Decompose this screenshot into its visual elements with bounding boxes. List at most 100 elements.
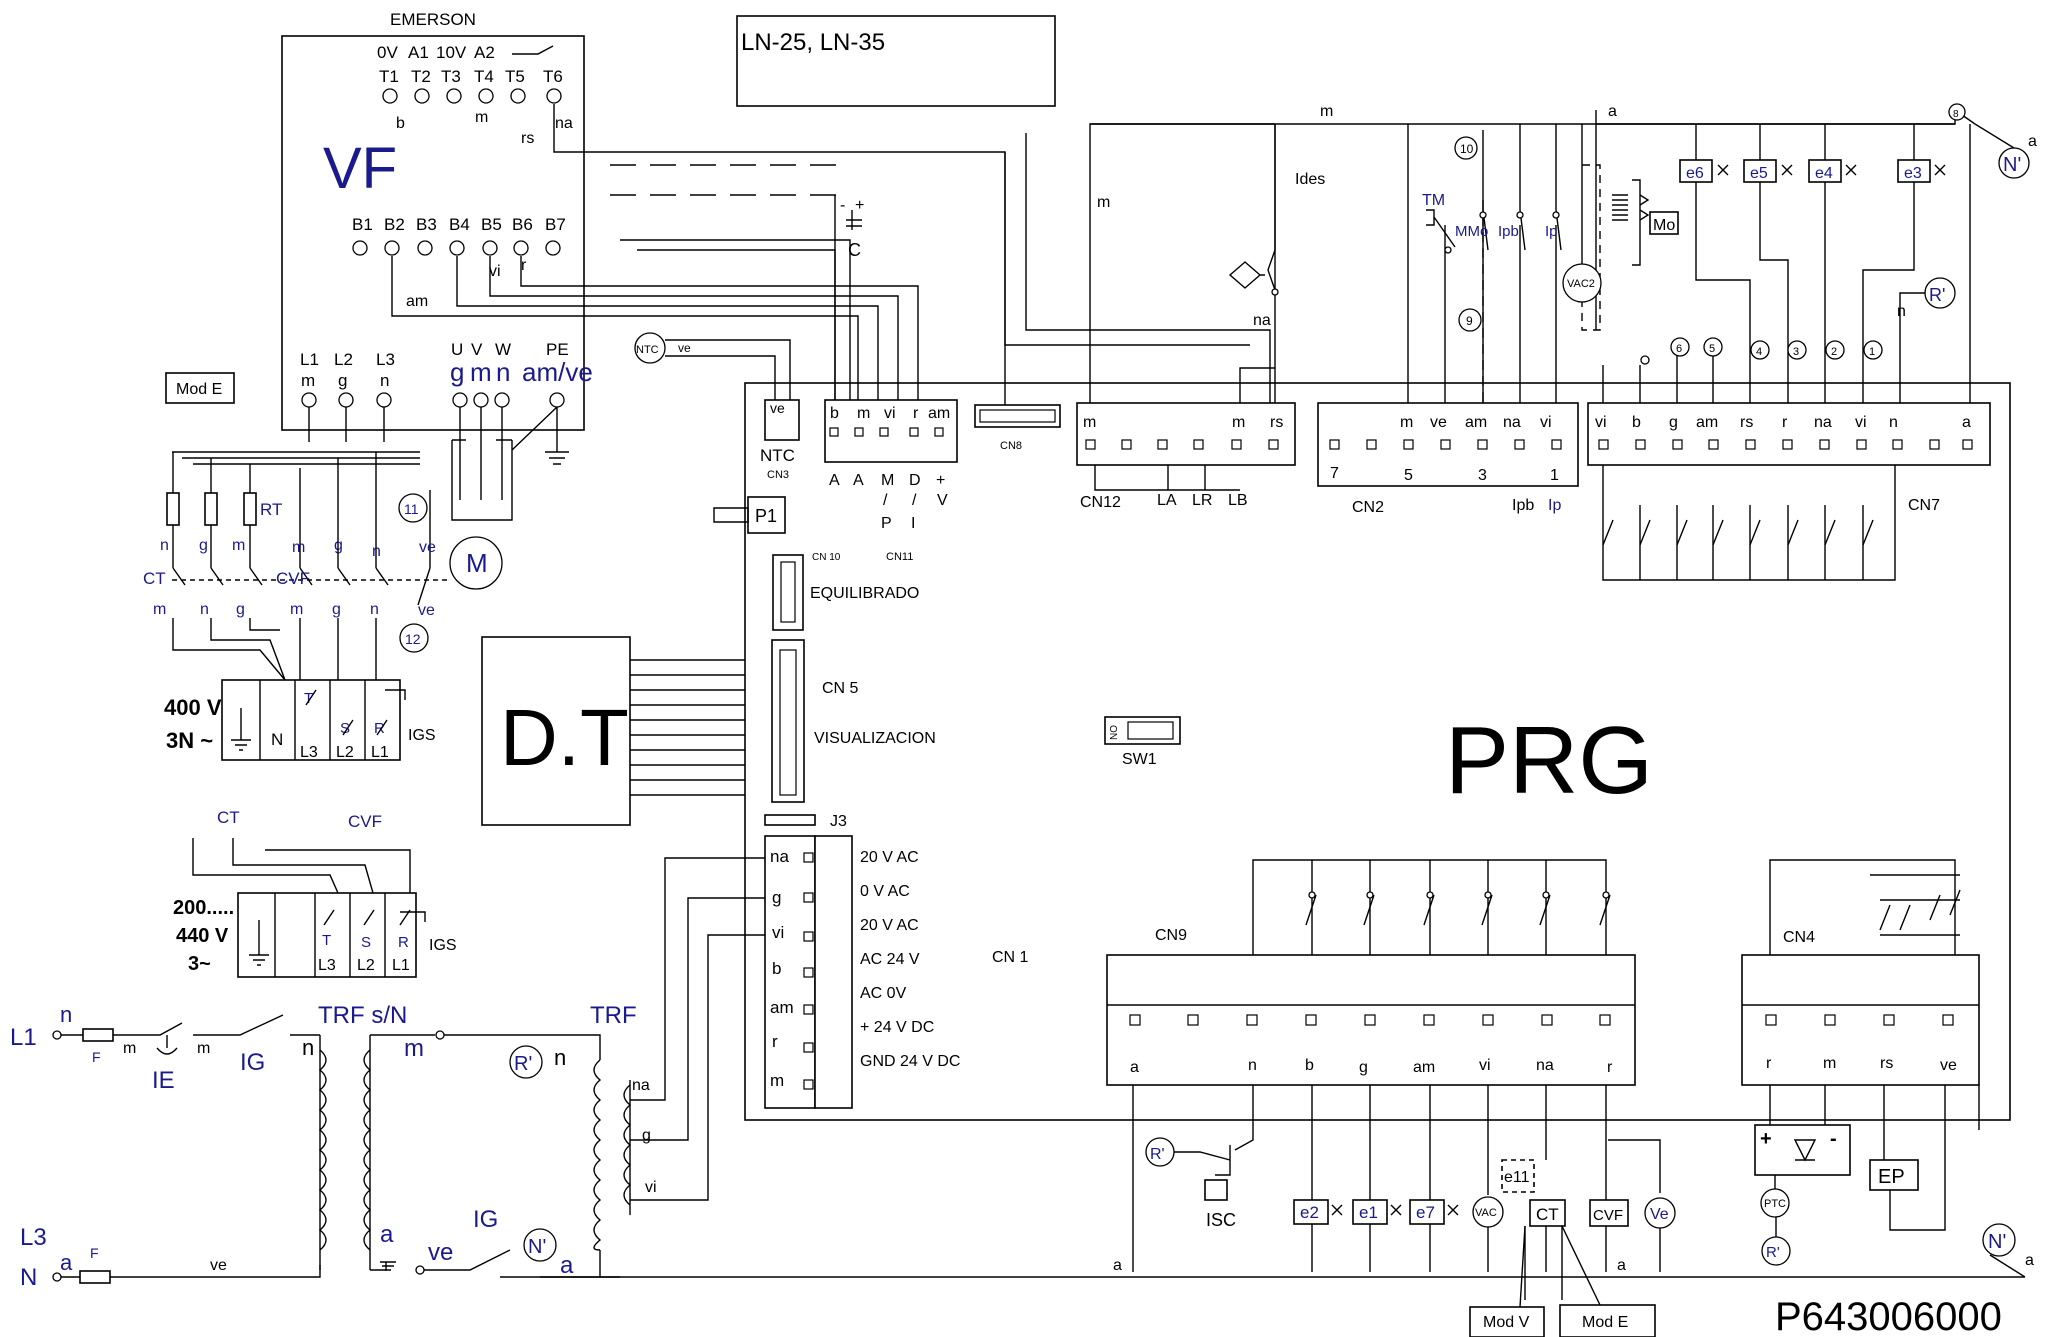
supply-400v: 400 V [164,695,222,720]
ntc-ve: ve [678,341,691,355]
trf-sec-g: g [642,1127,651,1144]
cap-label: C [848,240,861,260]
cn1-v6: GND 24 V DC [860,1053,960,1070]
n-prime-top: N' [2003,154,2021,176]
ct-n: n [160,537,169,554]
trf-sec-vi: vi [645,1179,657,1196]
vf-wire-na: na [555,115,573,132]
vf-l2: L2 [334,350,353,369]
ip-label: Ip [1545,223,1558,240]
vf-b3: B3 [416,215,437,234]
c12-label: 12 [405,631,421,647]
cn12-w0: m [1083,414,1096,431]
cn2-w2: am [1465,414,1487,431]
n10-label: 10 [1460,142,1474,156]
supply-n: N [271,730,283,749]
ct-g: g [199,537,208,554]
cn1-w4: am [770,998,794,1017]
cn11-w3: r [913,405,919,422]
cn2-ip: Ip [1548,497,1561,514]
cn11-plus: + [936,472,945,489]
cn9-w4: am [1413,1059,1435,1076]
vf-wire-am: am [406,293,428,310]
vf-pw-m: m [301,371,315,390]
cn7-w5: r [1782,414,1788,431]
supply2-r: R [398,934,409,951]
cn11-w2: vi [884,405,896,422]
supply-200: 200..... [173,897,234,919]
cn12-w1: m [1232,414,1245,431]
cn9-w0: a [1130,1059,1139,1076]
c11-ve: ve [419,539,436,556]
visualizacion-label: VISUALIZACION [814,730,936,747]
igs-label-2: IGS [429,937,457,954]
sw1-label: SW1 [1122,751,1157,768]
mo-label: Mo [1653,217,1675,234]
top-n: n [1897,303,1906,320]
num-2: 2 [1831,346,1837,358]
vf-w: W [495,340,511,359]
vf-wire-b: b [396,115,405,132]
vf-inverter: EMERSON VF 0V A1 10V A2 T1 T2 T3 T4 T5 T… [281,10,593,431]
on-label: ON [1107,725,1118,740]
vf-b2: B2 [384,215,405,234]
cn7-w1: b [1632,414,1641,431]
trf-a: a [380,1221,394,1248]
c12-ve: ve [418,602,435,619]
trf-n-wire: n [60,1002,72,1027]
supply-l3: L3 [300,744,318,761]
rect-minus: - [1830,1128,1837,1150]
p1-label: P1 [755,506,777,526]
cap-minus: - [840,197,845,214]
cn11-label: CN11 [886,551,913,563]
cn2-w4: vi [1540,414,1552,431]
cn11-a1: A [829,472,840,489]
cn7-label: CN7 [1908,497,1940,514]
cn1-w5: r [772,1032,778,1051]
igs-label: IGS [408,727,436,744]
cn11-d: D [909,472,921,489]
ep-label: EP [1878,1166,1905,1188]
vf-wire-m: m [475,109,488,126]
cn11-m: M [881,472,894,489]
cn11-v: V [937,492,948,509]
ve-bottom: Ve [1650,1206,1669,1223]
supply-s: S [340,720,350,737]
vf-t3: T3 [441,67,461,86]
supply-l1: L1 [371,744,389,761]
vf-b4: B4 [449,215,470,234]
top-a: a [1608,103,1617,120]
valve-e5: e5 [1750,165,1768,182]
vf-name: VF [323,136,397,201]
cn2-n7: 7 [1330,465,1339,482]
cn1-v2: 20 V AC [860,917,919,934]
cn9-w3: g [1359,1059,1368,1076]
vf-b7: B7 [545,215,566,234]
trf-ve2: ve [210,1257,227,1274]
valve-e1: e1 [1359,1203,1378,1222]
num-1: 1 [1869,346,1875,358]
cn8-label: CN8 [1000,440,1022,452]
supply2-l3: L3 [318,957,336,974]
vf-b1: B1 [352,215,373,234]
vf-top-a2: A2 [474,43,495,62]
cn2-w3: na [1503,414,1521,431]
supply-section: RT n g m m g n CT CVF 11 ve ve 12 m n g … [143,407,457,978]
cn9-w2: b [1305,1057,1314,1074]
cn4-w1: m [1823,1055,1836,1072]
supply2-t: T [322,932,331,949]
vf-t1: T1 [379,67,399,86]
vf-wire-rs: rs [521,130,534,147]
r-prime-ptc: R' [1766,1244,1780,1261]
vf-v: V [471,340,483,359]
trf-f1: F [92,1049,101,1065]
vf-t5: T5 [505,67,525,86]
vf-t6: T6 [543,67,563,86]
transformer-section: L1 n F m m IE IG TRF s/N n m R' n TRF a … [10,1002,657,1291]
cn4-label: CN4 [1783,929,1815,946]
supply-3: 3~ [188,953,211,975]
supply2-l1: L1 [392,957,410,974]
cn7-w8: n [1889,414,1898,431]
cn12-lb: LB [1228,492,1248,509]
mod-e-top: Mod E [176,381,222,398]
